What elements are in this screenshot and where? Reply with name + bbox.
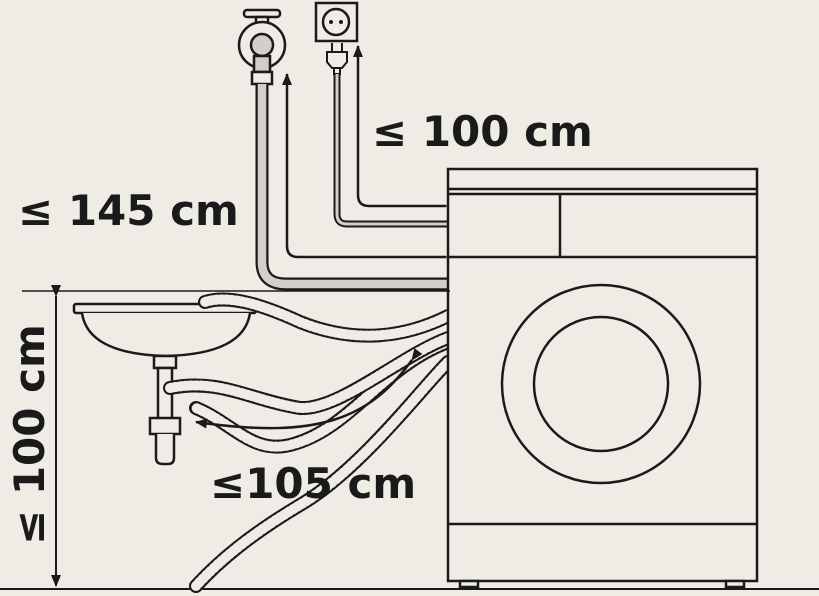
drain-hose-length-label: ≤105 cm bbox=[210, 459, 416, 508]
washing-machine-icon bbox=[446, 167, 759, 589]
water-tap-icon bbox=[237, 8, 287, 86]
inlet-hose bbox=[255, 84, 448, 291]
inlet-hose-arrow bbox=[282, 73, 457, 262]
inlet-hose-length-label: ≤ 145 cm bbox=[18, 186, 239, 235]
drain-height-dimension bbox=[22, 285, 450, 587]
power-plug-icon bbox=[326, 43, 348, 75]
sink-icon bbox=[72, 302, 258, 466]
wall-socket-icon bbox=[314, 1, 359, 43]
drain-hose-arrow bbox=[195, 348, 423, 430]
power-cable-length-label: ≤ 100 cm bbox=[372, 107, 593, 156]
drain-height-label: ≤ 100 cm bbox=[5, 324, 54, 545]
